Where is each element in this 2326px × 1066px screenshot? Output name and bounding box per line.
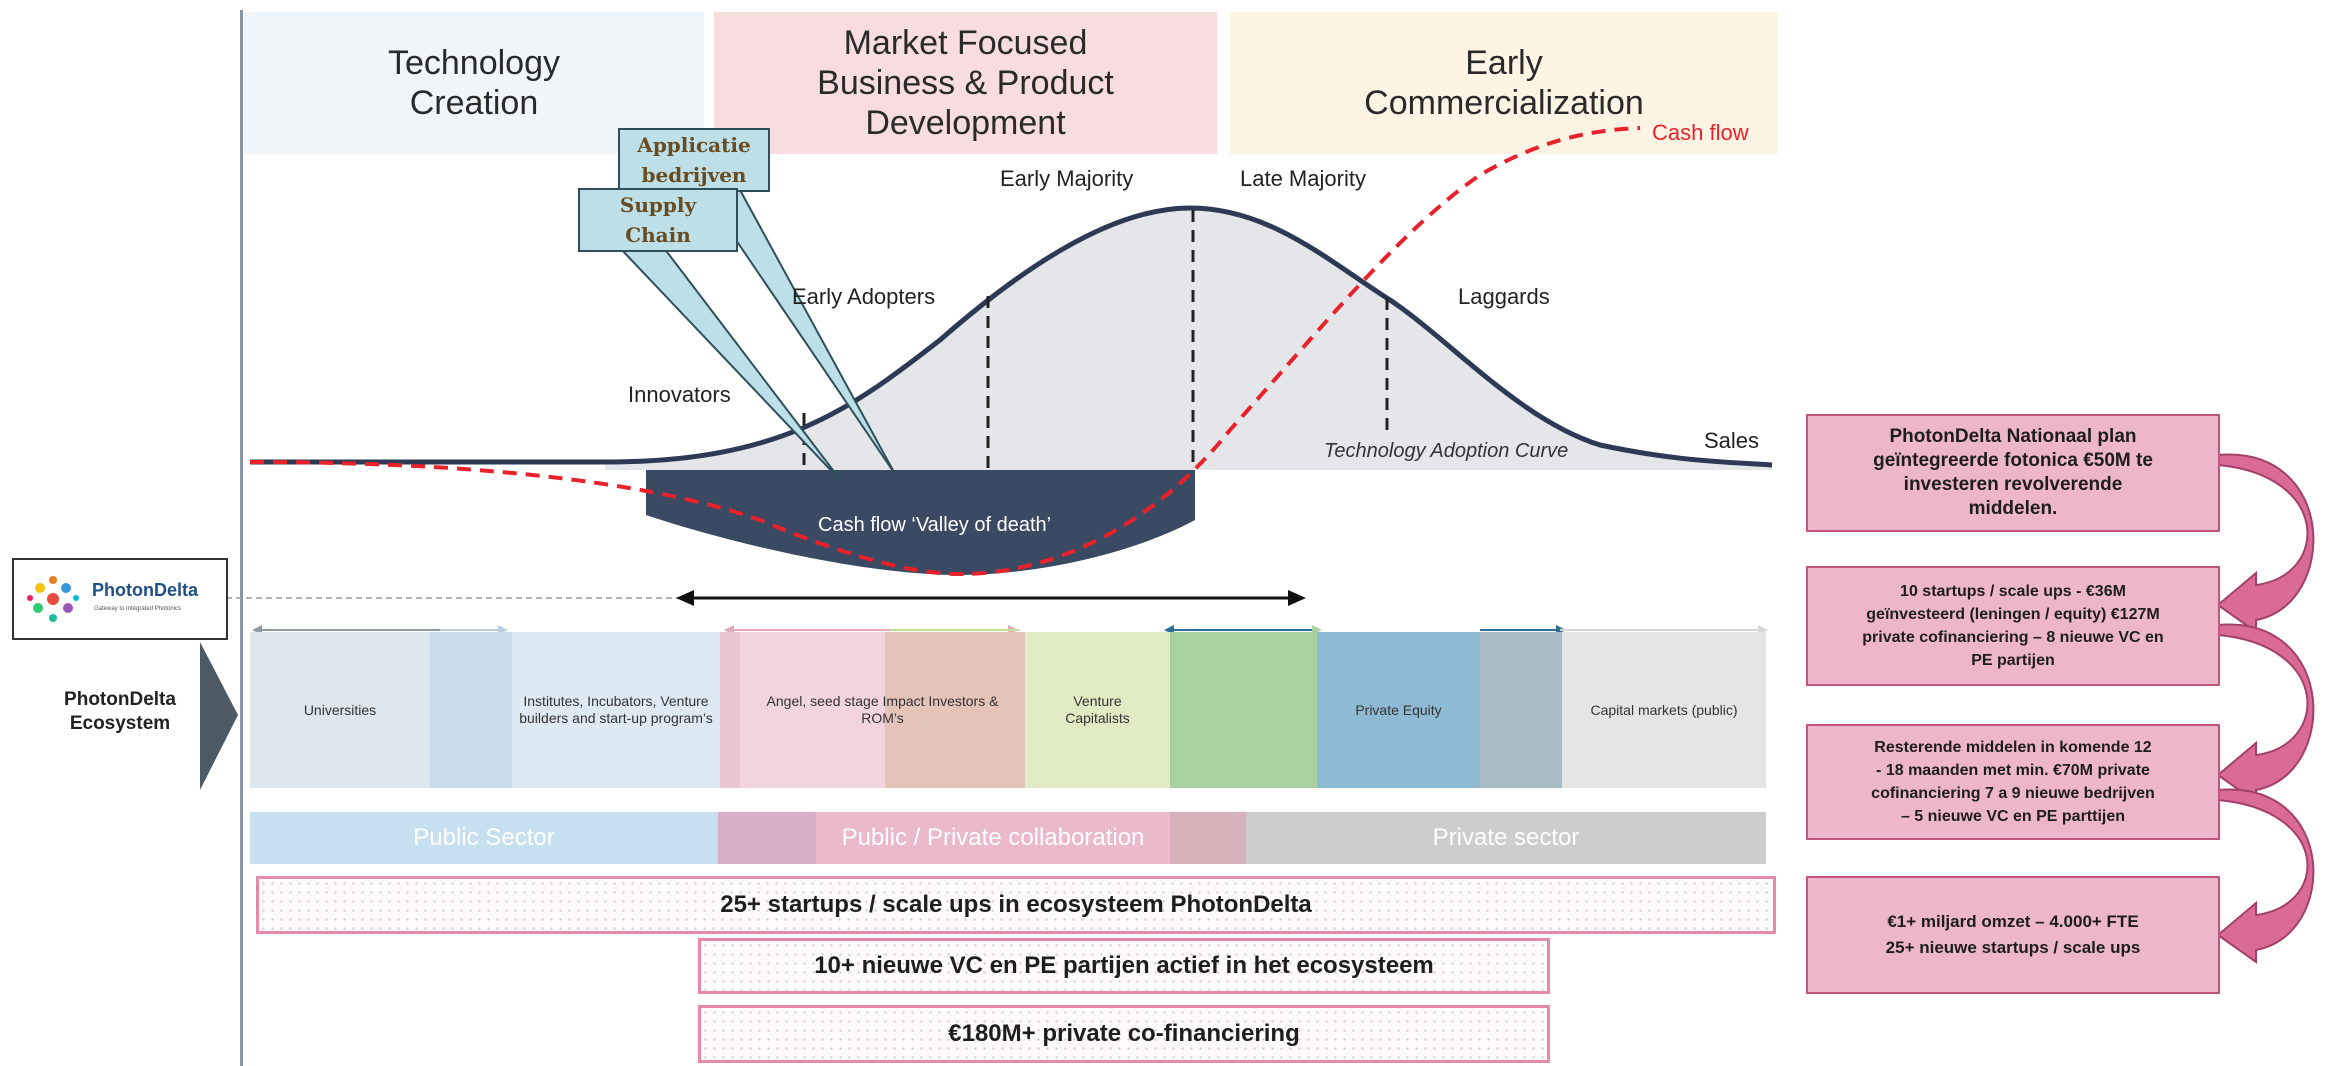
double-arrow-head-right [1288,590,1306,606]
plan-text: Resterende middelen in komende 12 - 18 m… [1871,739,2155,825]
segment-overlap-4 [1480,632,1562,788]
valley-of-death-label: Cash flow ‘Valley of death’ [818,514,1052,536]
sector-overlap-2 [1170,812,1246,864]
label-early-adopters: Early Adopters [792,284,936,309]
plan-text: 10 startups / scale ups - €36M geïnveste… [1862,583,2164,669]
segment-institutes: Institutes, Incubators, Venture builders… [512,632,720,788]
label-early-majority: Early Majority [1000,166,1134,191]
plan-text: €1+ miljard omzet – 4.000+ FTE 25+ nieuw… [1885,912,2141,957]
summary-box-startups: 25+ startups / scale ups in ecosysteem P… [256,876,1776,934]
phase-label: Early Commercialization [1364,44,1644,122]
sector-public-private: Public / Private collaboration [816,812,1170,864]
callout-supply-chain: Supply Chain [578,188,738,252]
segment-label: Capital markets (public) [1590,701,1738,718]
logo-tagline: Gateway to Integrated Photonics [94,606,182,612]
callout-text: Supply Chain [619,193,697,247]
segment-overlap-1 [430,632,512,788]
summary-text: 10+ nieuwe VC en PE partijen actief in h… [814,952,1434,979]
segment-universities: Universities [250,632,430,788]
phase-early-commercialization: Early Commercialization [1230,12,1778,154]
segment-label: Angel, seed stage Impact Investors & ROM… [766,693,999,726]
cash-flow-curve [249,126,1641,577]
segment-label: Venture Capitalists [1065,693,1130,726]
plan-text: PhotonDelta Nationaal plan geïntegreerde… [1873,426,2153,519]
vertical-axis-line [240,10,243,1066]
label-innovators: Innovators [628,382,731,407]
plan-box-startups-invested: 10 startups / scale ups - €36M geïnveste… [1806,566,2220,686]
summary-text: 25+ startups / scale ups in ecosysteem P… [720,891,1312,918]
summary-box-vc-pe: 10+ nieuwe VC en PE partijen actief in h… [698,938,1550,994]
logo-name: PhotonDelta [92,580,198,600]
phase-market-focused: Market Focused Business & Product Develo… [714,12,1217,154]
phase-label: Market Focused Business & Product Develo… [817,24,1114,142]
segment-range-arrows [252,625,1768,635]
phase-label: Technology Creation [387,44,560,122]
plan-box-national-plan: PhotonDelta Nationaal plan geïntegreerde… [1806,414,2220,532]
sector-label: Private sector [1432,824,1580,851]
segment-label: Universities [303,701,377,718]
adoption-curve-area [605,208,1772,470]
photondelta-logo: PhotonDelta Gateway to Integrated Photon… [12,558,228,640]
callout-applicatie-bedrijven: Applicatie bedrijven [618,128,770,192]
sector-overlap-1 [718,812,816,864]
sector-public: Public Sector [250,812,718,864]
segment-venture-capitalists: Venture Capitalists [1025,632,1170,788]
segment-label: Private Equity [1355,701,1442,718]
plan-box-revenue-target: €1+ miljard omzet – 4.000+ FTE 25+ nieuw… [1806,876,2220,994]
segment-private-equity: Private Equity [1317,632,1480,788]
segment-overlap-3 [885,632,1025,788]
valley-of-death-shape [646,470,1195,575]
sector-label: Public Sector [413,824,555,851]
cash-flow-label: Cash flow [1652,120,1749,145]
segment-capital-markets: Capital markets (public) [1562,632,1766,788]
callout-text: Applicatie bedrijven [637,133,751,187]
ecosystem-label: PhotonDelta Ecosystem [64,689,176,734]
right-curved-arrows [2216,453,2315,964]
double-arrow-head-left [676,590,694,606]
segment-overlap-2 [720,632,740,788]
label-laggards: Laggards [1458,284,1550,309]
sector-label: Public / Private collaboration [841,824,1145,851]
plan-box-remaining-funds: Resterende middelen in komende 12 - 18 m… [1806,724,2220,840]
label-technology-adoption-curve: Technology Adoption Curve [1324,440,1569,462]
segment-angel-seed: Angel, seed stage Impact Investors & ROM… [740,632,1025,788]
segment-label: Institutes, Incubators, Venture builders… [519,693,713,726]
ecosystem-chevron [200,642,238,790]
adoption-curve-line [250,205,1773,468]
sector-private: Private sector [1246,812,1766,864]
segment-growth [1170,632,1317,788]
photondelta-logo-mark [27,576,79,622]
label-sales: Sales [1704,428,1760,453]
segment-angel-bg [740,632,885,788]
summary-box-cofinancing: €180M+ private co-financiering [698,1005,1550,1063]
summary-text: €180M+ private co-financiering [948,1020,1300,1047]
label-late-majority: Late Majority [1240,166,1366,191]
